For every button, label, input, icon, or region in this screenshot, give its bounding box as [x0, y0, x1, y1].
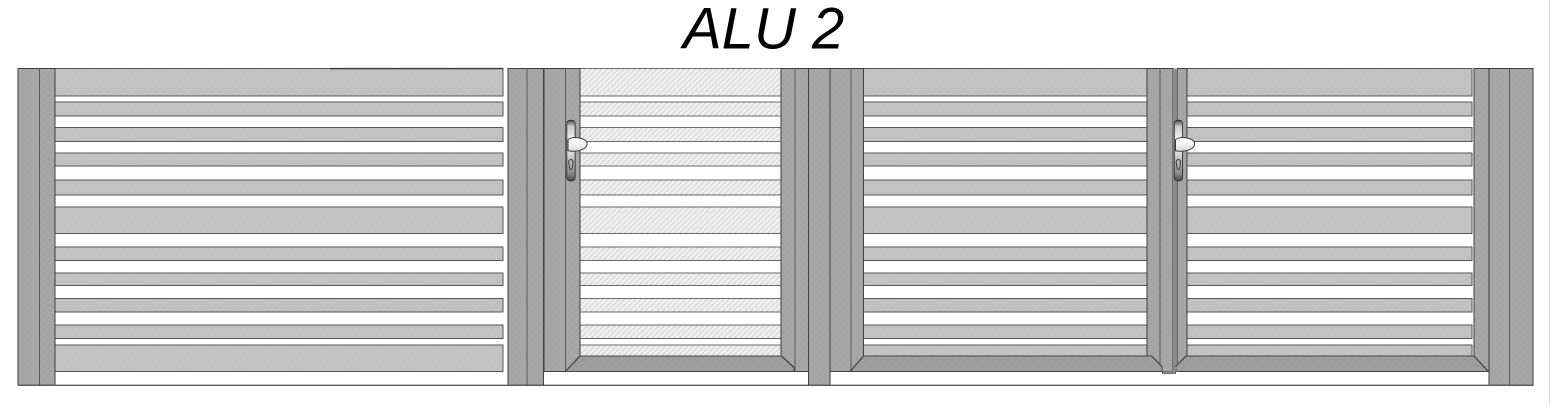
svg-text:ALU 2: ALU 2 — [680, 0, 844, 62]
